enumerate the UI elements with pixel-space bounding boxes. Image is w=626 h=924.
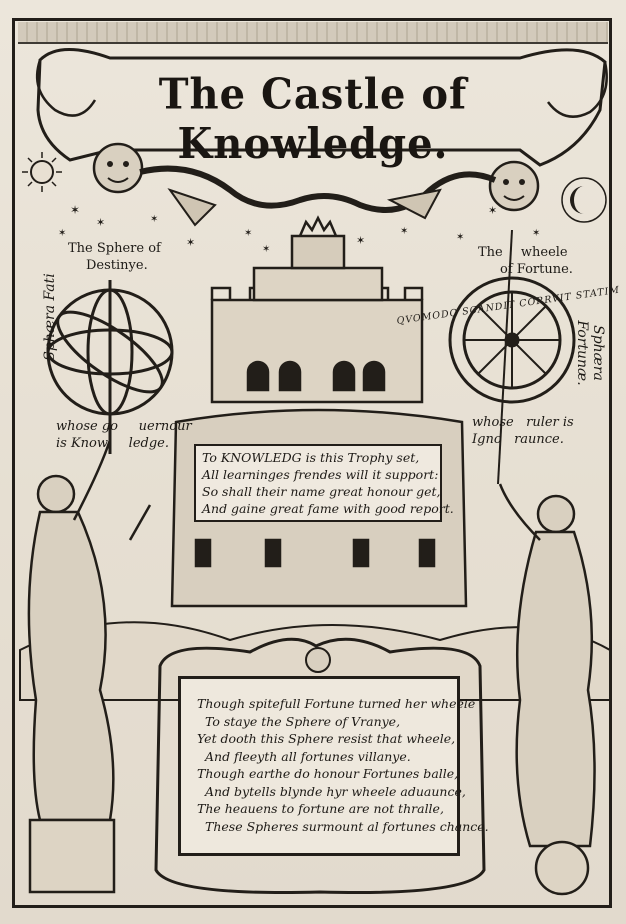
sphaera-fati-label: Sphæra Fati xyxy=(42,273,58,361)
castle-verse-line: So shall their name great honour get, xyxy=(202,484,441,499)
gouernour-text-2: uernour xyxy=(138,419,192,434)
sphere-destiny-label: The Sphere of Destinye. xyxy=(68,240,161,274)
svg-text:✶: ✶ xyxy=(532,228,540,239)
ruler-text-2: ruler is xyxy=(526,415,574,430)
ornamental-bar xyxy=(139,165,497,213)
scroll-curl-left xyxy=(35,59,97,117)
armillary-sphere-icon xyxy=(46,280,174,454)
bottom-verse-line: Yet dooth this Sphere resist that wheele… xyxy=(197,731,456,746)
svg-text:✶: ✶ xyxy=(58,228,66,239)
svg-text:✶: ✶ xyxy=(488,204,497,217)
stars-decoration: ✶ ✶ ✶ ✶ ✶ ✶ ✶ ✶ ✶ ✶ ✶ ✶ xyxy=(58,203,540,255)
ignoraunce-text-1: Igno xyxy=(472,432,502,447)
bottom-verse-panel: Though spitefull Fortune turned her whee… xyxy=(178,676,489,856)
bottom-verse-line: The heauens to fortune are not thralle, xyxy=(197,801,444,816)
ruler-text-1: whose xyxy=(472,415,514,430)
svg-text:✶: ✶ xyxy=(356,234,365,247)
outer-frame xyxy=(12,18,612,908)
castle-verse-line: To KNOWLEDG is this Trophy set, xyxy=(202,450,420,465)
page-title: The Castle of Knowledge. xyxy=(158,69,468,169)
scroll-curl-right xyxy=(546,61,608,118)
lion-head-left-icon xyxy=(92,142,144,194)
pedestal xyxy=(28,818,116,894)
gouernour-left: whose go uernour is Know ledge. xyxy=(56,418,192,452)
svg-text:✶: ✶ xyxy=(96,216,105,229)
wheel-fortune-line-1: The xyxy=(478,245,503,260)
castle-verse-plaque: To KNOWLEDG is this Trophy set, All lear… xyxy=(194,444,454,522)
bottom-verse-line: These Spheres surmount al fortunes chanc… xyxy=(205,818,489,834)
cartouche-mask-icon xyxy=(305,647,331,673)
sun-icon xyxy=(22,152,62,192)
gouernour-text-1: whose go xyxy=(56,419,118,434)
svg-text:✶: ✶ xyxy=(186,236,195,249)
wheel-fortune-line-2: wheele xyxy=(520,245,568,260)
sphere-destiny-line-1: The Sphere of xyxy=(68,241,161,256)
bottom-verse-line: To staye the Sphere of Vranye, xyxy=(205,713,401,729)
figure-fortuna xyxy=(498,483,596,848)
cartouche-frame xyxy=(154,637,486,895)
svg-text:✶: ✶ xyxy=(262,244,270,255)
bottom-verse-line: Though spitefull Fortune turned her whee… xyxy=(197,696,476,711)
knowledge-text-2: ledge. xyxy=(128,436,169,451)
bottom-verse-line: And fleeyth all fortunes villanye. xyxy=(205,748,411,764)
svg-text:✶: ✶ xyxy=(150,214,158,225)
fortune-ball xyxy=(534,840,590,896)
svg-text:✶: ✶ xyxy=(400,226,408,237)
wheel-of-fortune-icon xyxy=(448,229,576,485)
sphaera-fortunae-label: Sphæra Fortunæ. xyxy=(574,320,606,386)
bottom-verse-line: And bytells blynde hyr wheele aduaunce, xyxy=(205,783,466,799)
ornamental-border-top xyxy=(18,22,608,44)
svg-text:✶: ✶ xyxy=(456,232,464,243)
wheel-fortune-label: The wheele of Fortune. xyxy=(478,244,573,278)
wheel-fortune-line-3: of Fortune. xyxy=(500,262,573,277)
castle-verse-line: And gaine great fame with good report. xyxy=(202,501,454,516)
lion-head-right-icon xyxy=(488,160,540,212)
moon-icon xyxy=(561,177,607,223)
svg-text:✶: ✶ xyxy=(70,203,80,217)
knowledge-text-1: is Know xyxy=(56,436,108,451)
castle-verse-line: All learninges frendes will it support: xyxy=(202,467,439,482)
ignoraunce-text-2: raunce. xyxy=(514,432,564,447)
svg-text:✶: ✶ xyxy=(244,228,252,239)
ruler-right: whose ruler is Igno raunce. xyxy=(472,414,574,448)
scroll-banner xyxy=(36,48,607,167)
bottom-verse-line: Though earthe do honour Fortunes balle, xyxy=(197,766,459,781)
sphere-destiny-line-2: Destinye. xyxy=(86,258,148,273)
